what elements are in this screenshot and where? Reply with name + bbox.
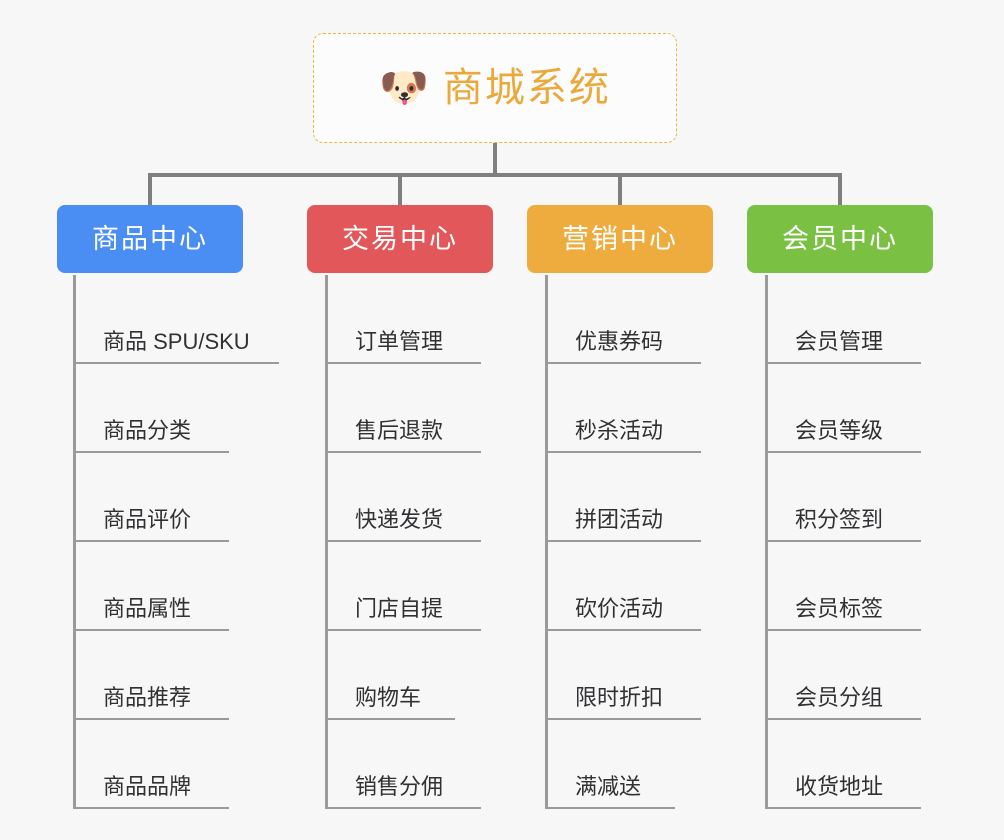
leaf-spine xyxy=(325,275,328,809)
leaf-item-label: 秒杀活动 xyxy=(575,418,664,443)
leaf-item-label: 商品品牌 xyxy=(103,774,192,799)
leaf-item[interactable]: 砍价活动 xyxy=(545,542,701,631)
category-label: 营销中心 xyxy=(562,223,678,254)
root-node-shop-system[interactable]: 🐶 商城系统 xyxy=(313,33,677,143)
leaf-item-label: 收货地址 xyxy=(795,774,884,799)
category-box-product-center[interactable]: 商品中心 xyxy=(57,205,243,273)
leaf-item-label: 会员标签 xyxy=(795,596,884,621)
leaf-item[interactable]: 积分签到 xyxy=(765,453,921,542)
leaf-item[interactable]: 商品评价 xyxy=(73,453,229,542)
leaf-item-label: 优惠券码 xyxy=(575,329,664,354)
leaf-item-label: 商品 SPU/SKU xyxy=(103,329,250,354)
leaf-item[interactable]: 售后退款 xyxy=(325,364,481,453)
connector-drop-trade-center xyxy=(398,173,402,207)
leaf-item[interactable]: 秒杀活动 xyxy=(545,364,701,453)
connector-drop-marketing-center xyxy=(618,173,622,207)
leaf-item[interactable]: 商品 SPU/SKU xyxy=(73,275,279,364)
connector-horizontal-bus xyxy=(150,173,840,177)
connector-drop-member-center xyxy=(838,173,842,207)
leaf-item-label: 门店自提 xyxy=(355,596,444,621)
leaf-item-label: 积分签到 xyxy=(795,507,884,532)
leaf-item-label: 商品推荐 xyxy=(103,685,192,710)
leaf-item[interactable]: 购物车 xyxy=(325,631,455,720)
leaf-item[interactable]: 收货地址 xyxy=(765,720,921,809)
root-node-title: 商城系统 xyxy=(442,66,611,110)
leaf-item-label: 商品分类 xyxy=(103,418,192,443)
leaf-spine xyxy=(73,275,76,809)
leaf-item[interactable]: 会员分组 xyxy=(765,631,921,720)
leaf-spine xyxy=(545,275,548,809)
category-box-member-center[interactable]: 会员中心 xyxy=(747,205,933,273)
connector-root-stem xyxy=(493,143,497,175)
leaf-item-label: 限时折扣 xyxy=(575,685,664,710)
category-label: 交易中心 xyxy=(342,223,458,254)
leaf-item-label: 砍价活动 xyxy=(575,596,664,621)
connector-drop-product-center xyxy=(148,173,152,207)
leaf-item-label: 拼团活动 xyxy=(575,507,664,532)
leaf-item[interactable]: 商品推荐 xyxy=(73,631,229,720)
leaf-spine xyxy=(765,275,768,809)
leaf-item-label: 会员等级 xyxy=(795,418,884,443)
shiba-dog-face-icon: 🐶 xyxy=(379,66,429,110)
leaf-item[interactable]: 满减送 xyxy=(545,720,675,809)
leaf-item[interactable]: 优惠券码 xyxy=(545,275,701,364)
leaf-item[interactable]: 订单管理 xyxy=(325,275,481,364)
leaf-item[interactable]: 商品属性 xyxy=(73,542,229,631)
leaf-item-label: 购物车 xyxy=(355,685,422,710)
category-box-trade-center[interactable]: 交易中心 xyxy=(307,205,493,273)
leaf-item[interactable]: 会员管理 xyxy=(765,275,921,364)
category-label: 商品中心 xyxy=(92,223,208,254)
leaf-item[interactable]: 门店自提 xyxy=(325,542,481,631)
leaf-item-label: 售后退款 xyxy=(355,418,444,443)
leaf-item[interactable]: 会员等级 xyxy=(765,364,921,453)
leaf-item[interactable]: 销售分佣 xyxy=(325,720,481,809)
leaf-item[interactable]: 商品品牌 xyxy=(73,720,229,809)
leaf-item-label: 会员管理 xyxy=(795,329,884,354)
leaf-item[interactable]: 限时折扣 xyxy=(545,631,701,720)
leaf-item-label: 销售分佣 xyxy=(355,774,444,799)
leaf-item-label: 快递发货 xyxy=(355,507,444,532)
leaf-item-label: 订单管理 xyxy=(355,329,444,354)
leaf-item[interactable]: 商品分类 xyxy=(73,364,229,453)
leaf-item-label: 商品属性 xyxy=(103,596,192,621)
category-label: 会员中心 xyxy=(782,223,898,254)
leaf-item-label: 会员分组 xyxy=(795,685,884,710)
leaf-item[interactable]: 拼团活动 xyxy=(545,453,701,542)
leaf-item-label: 商品评价 xyxy=(103,507,192,532)
leaf-item[interactable]: 快递发货 xyxy=(325,453,481,542)
category-box-marketing-center[interactable]: 营销中心 xyxy=(527,205,713,273)
leaf-item-label: 满减送 xyxy=(575,774,642,799)
leaf-item[interactable]: 会员标签 xyxy=(765,542,921,631)
